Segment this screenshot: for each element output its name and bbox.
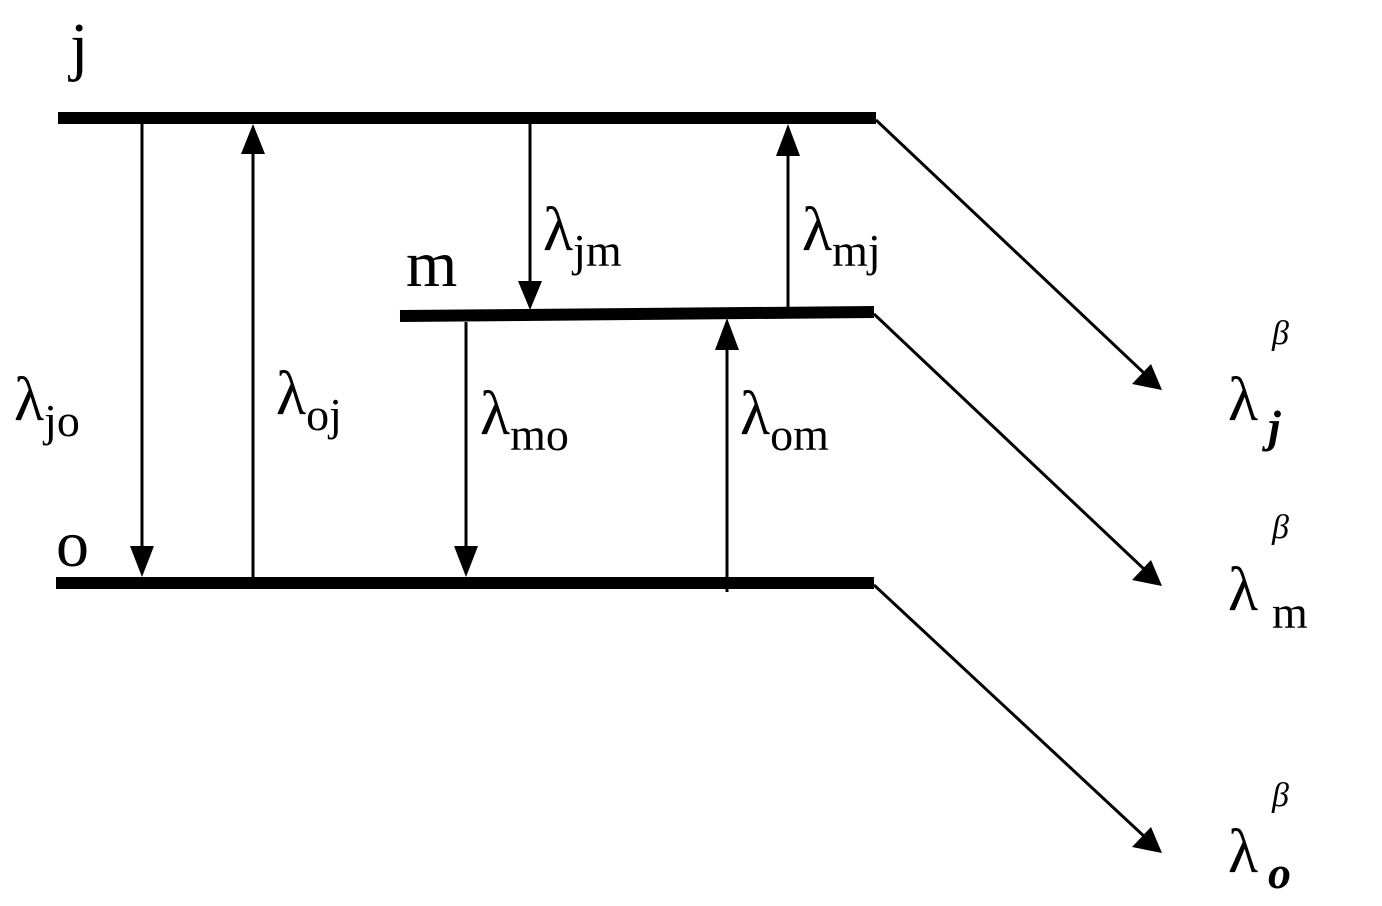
decay-o-label: λ β o	[1228, 777, 1291, 898]
transition-oj-arrow	[241, 124, 265, 577]
transition-jm-arrow	[518, 124, 542, 310]
transition-om-label: λom	[740, 380, 829, 460]
transition-mj-arrow	[776, 124, 800, 308]
decay-m-arrow	[872, 312, 1162, 586]
level-m-label: m	[406, 228, 457, 301]
decay-m-label: λ β m	[1228, 509, 1308, 638]
svg-text:m: m	[1272, 587, 1308, 638]
transition-jo-arrow	[130, 124, 154, 577]
svg-text:β: β	[1271, 777, 1289, 814]
svg-text:λ: λ	[1228, 556, 1258, 624]
decay-j-arrow	[874, 118, 1162, 390]
decay-o-arrow	[872, 583, 1162, 853]
svg-text:o: o	[1268, 847, 1291, 898]
level-j-label: j	[68, 10, 88, 83]
svg-text:β: β	[1271, 315, 1289, 352]
level-o-label: o	[56, 508, 89, 581]
decay-j-label: λ β j	[1228, 315, 1289, 452]
transition-jo-label: λjo	[14, 366, 80, 446]
transition-mo-arrow	[454, 322, 478, 577]
transition-oj-label: λoj	[276, 360, 342, 440]
transition-mo-label: λmo	[480, 380, 569, 460]
svg-text:j: j	[1261, 401, 1281, 452]
transition-om-arrow	[715, 318, 739, 592]
svg-text:λ: λ	[1228, 818, 1258, 886]
transition-jm-label: λjm	[543, 196, 622, 276]
svg-text:β: β	[1271, 509, 1289, 546]
level-m-line	[399, 306, 875, 322]
transition-mj-label: λmj	[802, 196, 881, 276]
svg-text:λ: λ	[1228, 366, 1258, 434]
